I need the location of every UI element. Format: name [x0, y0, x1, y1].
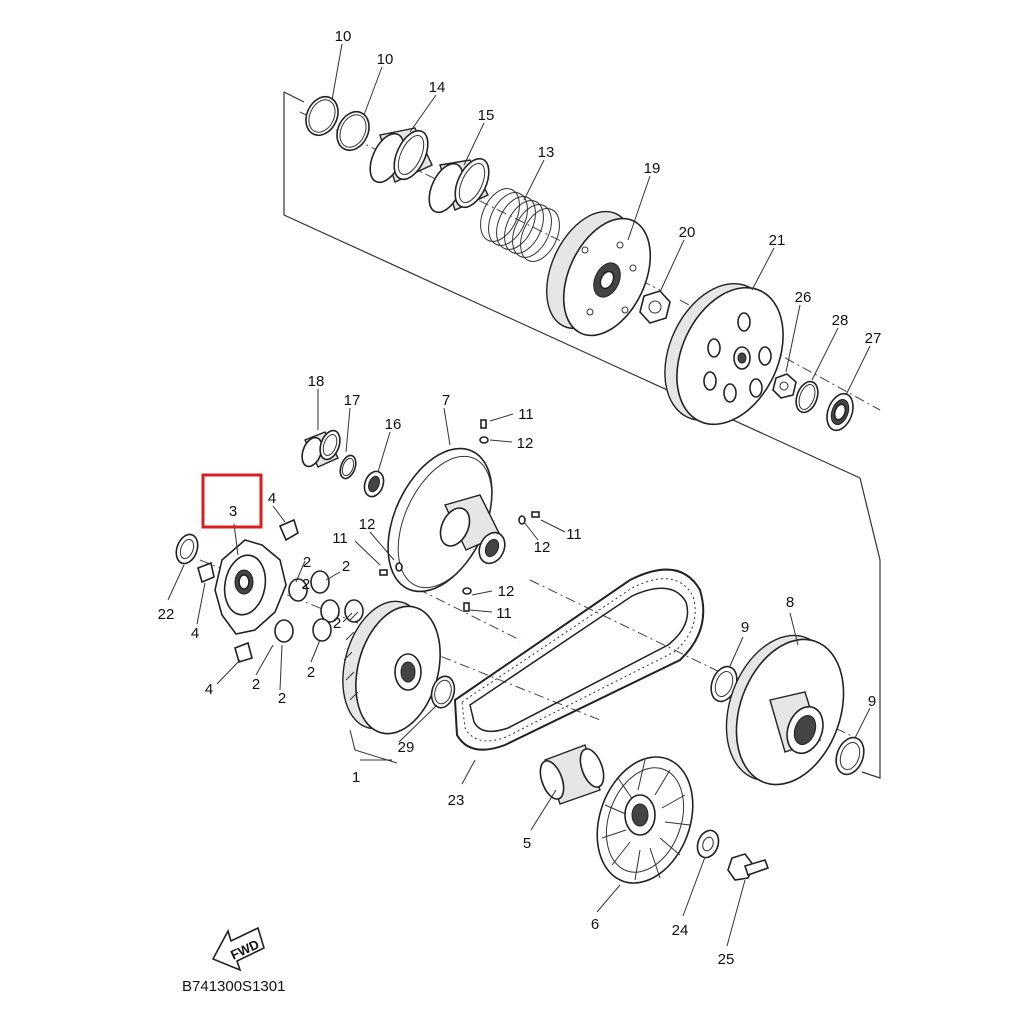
label-27: 27	[865, 330, 882, 347]
part-13-compression-spring	[480, 188, 560, 262]
label-28: 28	[832, 312, 849, 329]
label-9-a: 9	[741, 619, 749, 636]
highlight-box	[201, 473, 263, 529]
part-8-secondary-sheave	[725, 634, 845, 786]
label-6: 6	[591, 916, 599, 933]
label-11-b: 11	[566, 526, 582, 543]
part-3-cam	[214, 539, 287, 635]
label-18: 18	[308, 373, 325, 390]
label-12-d: 12	[498, 583, 515, 600]
part-9-washer-b	[835, 736, 865, 776]
part-25-bolt	[727, 853, 770, 881]
fwd-arrow-icon: FWD	[211, 926, 265, 972]
part-19-clutch-carrier	[546, 210, 652, 337]
label-2-g: 2	[278, 690, 286, 707]
label-12-c: 12	[359, 516, 376, 533]
part-14-collar	[369, 127, 433, 184]
label-23: 23	[448, 792, 465, 809]
part-7-sliding-sheave	[387, 447, 506, 593]
label-20: 20	[679, 224, 696, 241]
label-4-b: 4	[191, 625, 199, 642]
part-21-clutch-housing	[664, 282, 784, 426]
part-16-oil-seal	[363, 470, 385, 498]
part-2-weight-rollers	[274, 570, 364, 643]
part-6-cooling-fan	[596, 756, 694, 884]
label-19: 19	[644, 160, 661, 177]
label-29: 29	[398, 739, 415, 756]
label-4-c: 4	[205, 681, 213, 698]
label-2-f: 2	[252, 676, 260, 693]
part-23-v-belt	[453, 568, 705, 751]
label-7: 7	[442, 392, 450, 409]
part-10-circlip-a	[305, 95, 339, 137]
label-4-a: 4	[268, 490, 276, 507]
part-17-circlip	[339, 454, 357, 480]
label-12-b: 12	[534, 539, 551, 556]
label-15: 15	[478, 107, 495, 124]
label-2-e: 2	[307, 664, 315, 681]
label-25: 25	[718, 951, 735, 968]
part-18-needle-bearing	[301, 429, 341, 468]
label-1: 1	[352, 769, 360, 786]
leader-lines	[167, 43, 871, 947]
part-5-collar	[539, 744, 605, 805]
label-8: 8	[786, 594, 794, 611]
label-11-c: 11	[332, 530, 348, 547]
label-17: 17	[344, 392, 361, 409]
label-2-c: 2	[302, 576, 310, 593]
assembly-frame	[283, 91, 881, 779]
part-27-bearing	[826, 392, 854, 432]
part-24-washer	[696, 829, 720, 859]
label-24: 24	[672, 922, 689, 939]
label-11-a: 11	[518, 406, 534, 423]
label-21: 21	[769, 232, 786, 249]
label-12-a: 12	[517, 435, 534, 452]
label-10-b: 10	[377, 51, 394, 68]
part-20-nut	[639, 290, 671, 324]
part-4-slider-pieces	[197, 518, 299, 664]
part-28-circlip	[795, 380, 819, 414]
label-16: 16	[385, 416, 402, 433]
label-13: 13	[538, 144, 555, 161]
label-2-d: 2	[333, 615, 341, 632]
part-11-12-pins-and-collars	[379, 419, 540, 612]
label-5: 5	[523, 835, 531, 852]
label-2-a: 2	[303, 554, 311, 571]
label-2-b: 2	[342, 558, 350, 575]
part-22-washer	[175, 533, 199, 565]
label-3: 3	[229, 503, 237, 520]
diagram-code: B741300S1301	[182, 978, 285, 995]
part-29-spacer	[430, 675, 456, 709]
part-15-bearing-sleeve	[428, 157, 490, 214]
label-14: 14	[429, 79, 446, 96]
label-10-a: 10	[335, 28, 352, 45]
part-10-circlip-b	[336, 110, 370, 152]
label-9-b: 9	[868, 693, 876, 710]
label-11-d: 11	[496, 605, 512, 622]
callout-labels: 10 10 14 15 13 19 20 21 26 28 27 18 17 1…	[158, 28, 882, 968]
part-1-primary-sheave	[342, 600, 441, 735]
label-22: 22	[158, 606, 175, 623]
part-26-nut	[772, 373, 797, 399]
label-26: 26	[795, 289, 812, 306]
